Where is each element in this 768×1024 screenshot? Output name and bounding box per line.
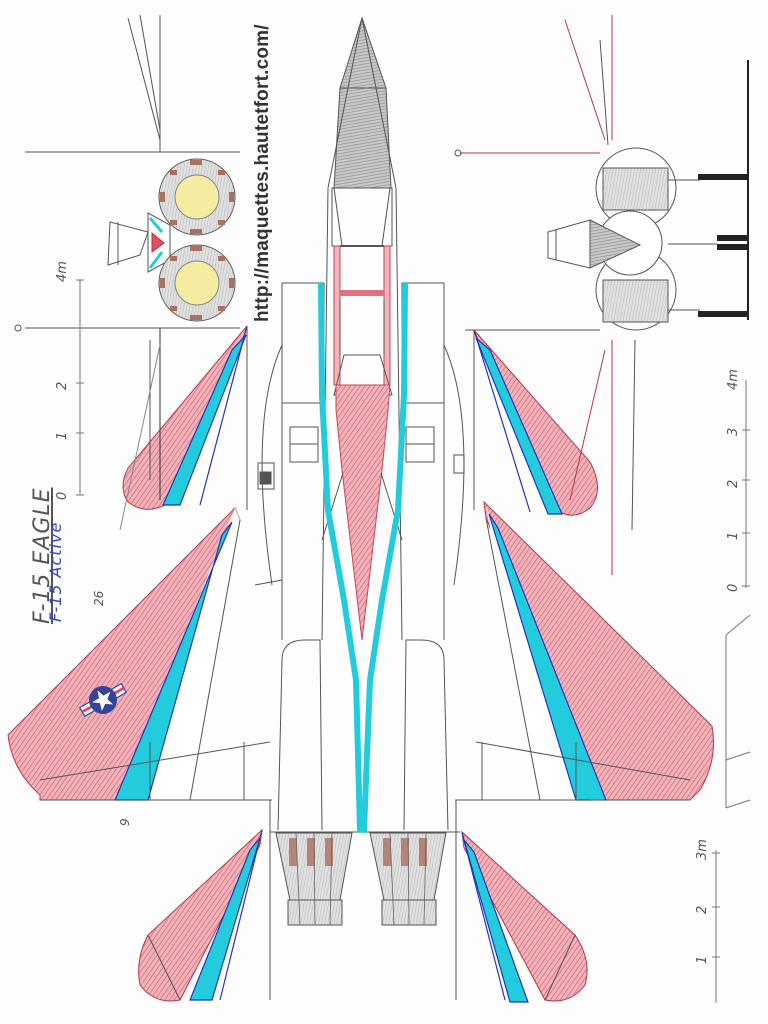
- scale-left-unit: 4m: [55, 261, 70, 282]
- scale-right-unit: 4m: [726, 369, 741, 390]
- stabilizer-left: [138, 828, 263, 1002]
- scale-left-tick-1: 1: [55, 431, 70, 440]
- scale-right-tick-3: 3: [726, 427, 741, 436]
- forewing-right: [473, 329, 598, 516]
- scale-bottom-tick-1: 1: [695, 955, 710, 964]
- scale-right-tick-0: 0: [726, 583, 741, 592]
- scale-right-tick-2: 2: [726, 479, 741, 488]
- fuselage: [257, 16, 465, 833]
- scale-right-tick-1: 1: [726, 531, 741, 540]
- front-view-right: [454, 15, 749, 575]
- scale-right-middle: [742, 380, 750, 588]
- side-reference-lines: [590, 614, 751, 809]
- stabilizer-right: [461, 830, 588, 1003]
- fuselage-stripes: [318, 282, 408, 833]
- scale-right-bottom: [712, 850, 720, 1003]
- wing-left: [7, 507, 283, 1000]
- tail-mark-note: 9: [118, 818, 132, 826]
- scale-bottom-tick-2: 2: [695, 905, 710, 914]
- source-url[interactable]: http://maquettes.hautetfort.com/: [252, 24, 273, 322]
- front-view-left: [14, 14, 240, 531]
- drawing-subtitle: F-15 Active: [46, 521, 65, 622]
- wing-right: [455, 500, 714, 1000]
- engine-nozzles: [275, 832, 447, 926]
- scale-left: [76, 279, 84, 496]
- scale-bottom-unit: 3m: [695, 839, 710, 860]
- scale-left-tick-2: 2: [55, 381, 70, 390]
- forewing-left: [122, 325, 248, 510]
- roundel-insignia: [78, 682, 128, 718]
- wing-angle-note: 26: [92, 590, 106, 606]
- scale-left-tick-0: 0: [55, 491, 70, 500]
